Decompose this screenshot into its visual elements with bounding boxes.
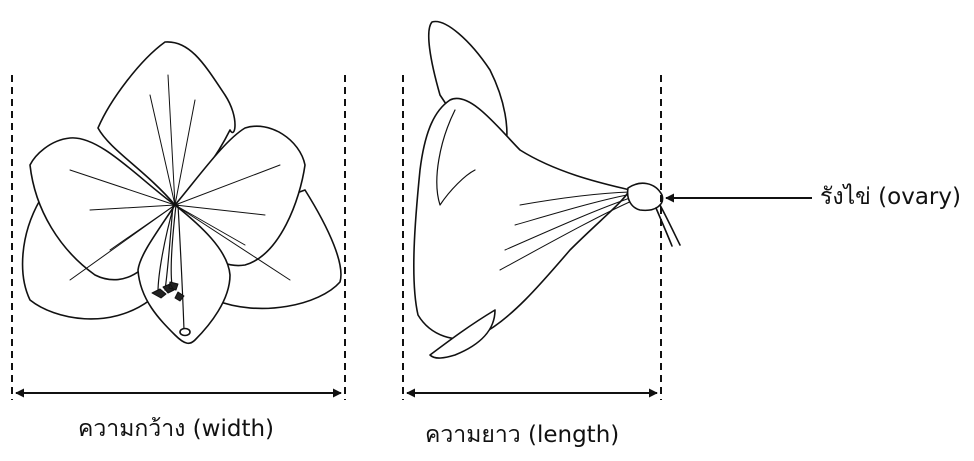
side-flower-illustration xyxy=(414,22,680,359)
ovary-label: รังไข่ (ovary) xyxy=(820,186,961,209)
stigma xyxy=(180,329,190,336)
width-label: ความกว้าง (width) xyxy=(78,418,274,441)
ovary-shape xyxy=(628,183,663,210)
petal-main-body xyxy=(414,98,630,339)
front-flower-illustration xyxy=(23,42,341,343)
length-label: ความยาว (length) xyxy=(425,424,619,447)
flower-stem xyxy=(656,205,680,246)
